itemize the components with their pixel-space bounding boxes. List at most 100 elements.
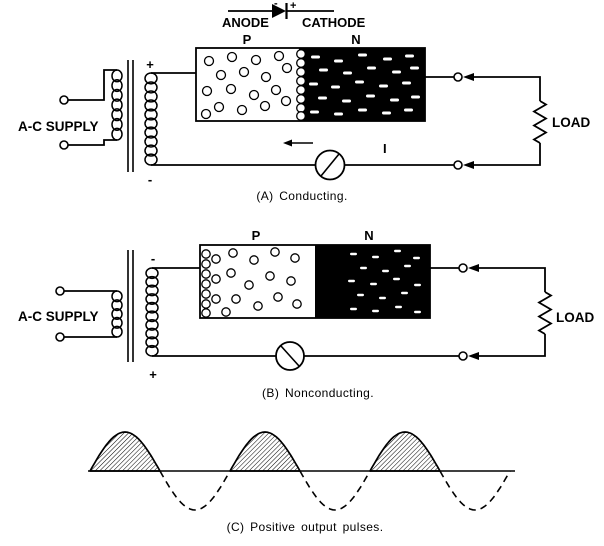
electron-dash: [355, 80, 364, 84]
junction-block-a: [195, 47, 426, 122]
caption-c: (C) Positive output pulses.: [227, 520, 384, 534]
hole-circle: [292, 299, 302, 309]
hole-circle: [231, 294, 241, 304]
terminal-arrow: [468, 264, 479, 272]
electron-dash: [404, 108, 413, 112]
electron-dash: [394, 249, 401, 253]
coil-turn: [111, 108, 123, 122]
coil-turn: [111, 78, 123, 93]
hole-circle: [201, 249, 211, 259]
electron-dash: [360, 266, 367, 270]
coil-turn: [144, 90, 158, 103]
load-label-a: LOAD: [552, 115, 590, 130]
negative-half-cycle: [439, 470, 511, 511]
supply-terminal: [59, 140, 69, 150]
hole-circle: [259, 100, 271, 112]
n-label-a: N: [351, 32, 360, 47]
hole-circle: [201, 269, 211, 279]
electron-dash: [309, 82, 318, 86]
electron-dash: [350, 307, 357, 311]
electron-dash: [411, 95, 420, 99]
hole-circle: [201, 85, 213, 97]
hole-circle: [296, 49, 306, 59]
electron-dash: [318, 96, 327, 100]
output-terminal: [458, 351, 468, 361]
hole-circle: [201, 279, 211, 289]
electron-dash: [392, 70, 401, 74]
hole-circle: [201, 308, 211, 318]
electron-dash: [405, 54, 414, 58]
output-terminal: [453, 72, 463, 82]
hole-circle: [280, 95, 292, 107]
primary-coil-b: [111, 290, 123, 338]
transformer-b: [55, 250, 159, 362]
caption-b: (B) Nonconducting.: [262, 386, 374, 400]
negative-half-cycle: [159, 470, 231, 511]
coil-turn: [111, 127, 123, 141]
primary-lead-wire: [68, 69, 117, 101]
p-label-b: P: [252, 228, 261, 243]
transformer-a: [59, 60, 158, 172]
electron-dash: [404, 264, 411, 268]
load-top-wire: [478, 267, 546, 292]
meter-b: [275, 341, 305, 371]
hole-circle: [226, 51, 238, 63]
load-bottom-wire: [473, 143, 541, 166]
hole-circle: [296, 103, 306, 113]
electron-dash: [390, 98, 399, 102]
electron-dash: [357, 293, 364, 297]
panel-a: P N A-C SUPPLY + -: [18, 32, 590, 203]
coil-turn: [144, 126, 158, 139]
positive-half-cycle: [369, 431, 441, 472]
coil-turn: [144, 108, 158, 121]
coil-turn: [111, 316, 123, 329]
meter-a: [314, 149, 346, 181]
electron-dash: [379, 84, 388, 88]
junction-block-b: [199, 244, 431, 319]
coil-turn: [145, 284, 159, 297]
hole-circle: [211, 274, 221, 284]
hole-circle: [273, 50, 285, 62]
holes-a: [200, 49, 306, 121]
hole-circle: [265, 271, 275, 281]
electron-dash: [334, 112, 343, 116]
hole-circle: [201, 299, 211, 309]
coil-turn: [145, 301, 159, 314]
current-arrow-head: [283, 139, 292, 147]
hole-circle: [236, 104, 248, 116]
primary-coil-a: [111, 69, 123, 141]
coil-turn: [145, 336, 159, 349]
electron-dash: [311, 55, 320, 59]
load-bottom-wire: [478, 334, 546, 357]
anode-polarity-sign: -: [274, 0, 278, 10]
positive-half-cycle: [89, 431, 161, 472]
electron-dash: [342, 99, 351, 103]
electron-dash: [358, 53, 367, 57]
coil-turn: [145, 275, 159, 288]
cathode-polarity-sign: +: [290, 0, 296, 12]
panel-c: (C) Positive output pulses.: [88, 431, 515, 534]
electron-dash: [382, 111, 391, 115]
output-terminal: [453, 160, 463, 170]
electron-dash: [401, 291, 408, 295]
hole-circle: [201, 259, 211, 269]
electrons-b: [348, 249, 421, 314]
electrons-a: [309, 53, 420, 116]
secondary-top-polarity-a: +: [146, 57, 154, 72]
coil-turn: [111, 69, 123, 83]
electron-dash: [358, 108, 367, 112]
hole-circle: [228, 248, 238, 258]
supply-label-a: A-C SUPPLY: [18, 119, 99, 134]
electron-dash: [331, 85, 340, 89]
holes-b: [201, 247, 302, 318]
hole-circle: [250, 54, 262, 66]
caption-a: (A) Conducting.: [256, 189, 347, 203]
electron-dash: [413, 256, 420, 260]
output-terminal: [458, 263, 468, 273]
negative-half-cycle: [299, 470, 371, 511]
coil-turn: [145, 293, 159, 305]
supply-terminal: [55, 286, 65, 296]
coil-turn: [144, 144, 158, 157]
hole-circle: [296, 111, 306, 121]
hole-circle: [296, 85, 306, 95]
